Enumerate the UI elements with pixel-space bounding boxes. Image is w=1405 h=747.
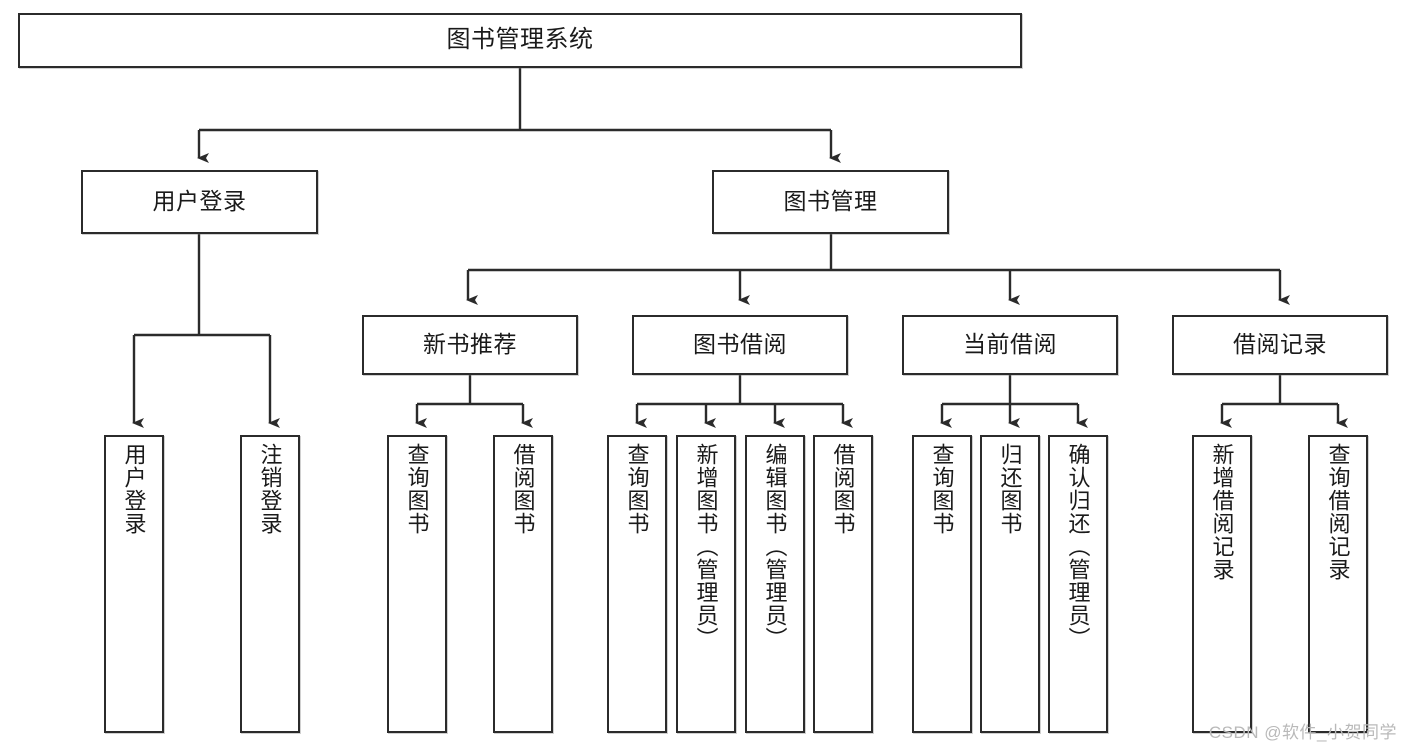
node-book-borrow[interactable]: 图书借阅 [632,315,848,375]
node-label: 新增借阅记录 [1209,443,1235,581]
node-borrow-records[interactable]: 借阅记录 [1172,315,1388,375]
node-label: 归还图书 [997,443,1023,535]
node-new-book-recommend[interactable]: 新书推荐 [362,315,578,375]
node-label: 查询借阅记录 [1325,443,1351,581]
node-label: 图书借阅 [693,331,787,358]
node-label: 查询图书 [404,443,430,535]
node-label: 查询图书 [624,443,650,535]
node-root-system[interactable]: 图书管理系统 [18,13,1022,68]
node-label: 借阅图书 [830,443,856,535]
node-current-borrow[interactable]: 当前借阅 [902,315,1118,375]
node-label: 图书管理系统 [446,26,594,54]
watermark-text: CSDN @软件_小贺同学 [1208,723,1397,742]
leaf-current-borrow-query-book[interactable]: 查询图书 [912,435,972,733]
leaf-book-borrow-query-book[interactable]: 查询图书 [607,435,667,733]
leaf-book-borrow-borrow-book[interactable]: 借阅图书 [813,435,873,733]
leaf-book-borrow-edit-book-admin[interactable]: 编辑图书（管理员） [745,435,805,733]
node-label: 借阅图书 [510,443,536,535]
node-user-login[interactable]: 用户登录 [81,170,318,234]
leaf-new-book-query-book[interactable]: 查询图书 [387,435,447,733]
leaf-user-login-login[interactable]: 用户登录 [104,435,164,733]
leaf-user-login-logout[interactable]: 注销登录 [240,435,300,733]
leaf-borrow-records-query-record[interactable]: 查询借阅记录 [1308,435,1368,733]
node-label: 借阅记录 [1233,331,1327,358]
node-label: 新增图书（管理员） [693,443,719,650]
node-label: 图书管理 [783,188,878,215]
node-label: 用户登录 [152,188,247,215]
leaf-borrow-records-add-record[interactable]: 新增借阅记录 [1192,435,1252,733]
node-label: 当前借阅 [963,331,1057,358]
node-label: 查询图书 [929,443,955,535]
leaf-book-borrow-add-book-admin[interactable]: 新增图书（管理员） [676,435,736,733]
node-label: 编辑图书（管理员） [762,443,788,650]
leaf-new-book-borrow-book[interactable]: 借阅图书 [493,435,553,733]
leaf-current-borrow-return-book[interactable]: 归还图书 [980,435,1040,733]
node-label: 确认归还（管理员） [1065,443,1091,650]
node-label: 用户登录 [121,443,147,535]
node-label: 注销登录 [257,443,283,535]
leaf-current-borrow-confirm-return-admin[interactable]: 确认归还（管理员） [1048,435,1108,733]
node-label: 新书推荐 [423,331,517,358]
node-book-management[interactable]: 图书管理 [712,170,949,234]
